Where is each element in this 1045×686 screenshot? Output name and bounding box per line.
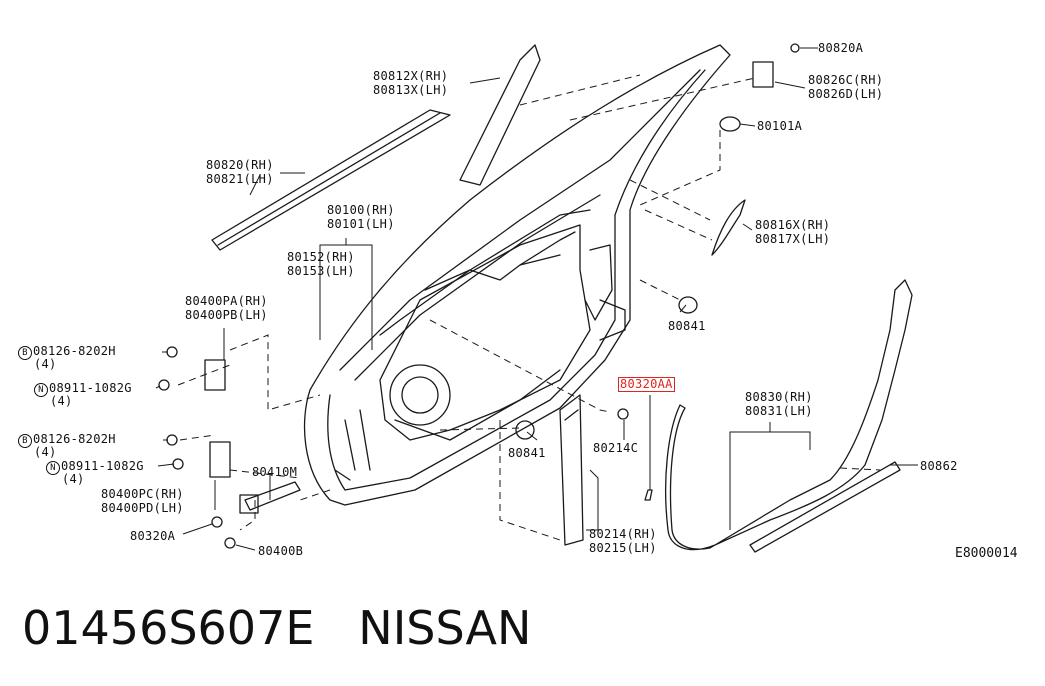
grommet-80101a — [719, 116, 741, 132]
upper-hinge-80400pa — [204, 359, 226, 391]
door-outer-panel — [303, 44, 731, 506]
bracket-80826c — [752, 61, 774, 88]
bolt-marker-icon: B — [18, 434, 32, 448]
label-80214c: 80214C — [593, 441, 639, 455]
plug-80841-lower — [515, 420, 535, 440]
belt-molding-80820 — [211, 109, 451, 251]
label-80410m: 80410M — [252, 465, 298, 479]
label-80400b: 80400B — [258, 544, 304, 558]
sill-molding-80862 — [749, 461, 901, 553]
label-nut-lower-qty: (4) — [62, 472, 85, 486]
part-number: 01456S607E — [22, 601, 315, 655]
door-parts-diagram — [155, 43, 918, 553]
label-80152: 80152(RH) — [287, 250, 355, 264]
label-80830: 80830(RH) — [745, 390, 813, 404]
label-80812x: 80812X(RH) — [373, 69, 449, 83]
door-inner-frame — [327, 69, 706, 491]
weatherstrip-80830 — [665, 279, 913, 551]
label-80153: 80153(LH) — [287, 264, 355, 278]
label-80320a: 80320A — [130, 529, 176, 543]
label-80841-upper: 80841 — [668, 319, 706, 333]
label-80101a: 80101A — [757, 119, 803, 133]
footer-caption: 01456S607E NISSAN — [22, 598, 531, 658]
label-nut-upper-qty: (4) — [50, 394, 73, 408]
brand-name: NISSAN — [358, 601, 532, 655]
label-80101: 80101(LH) — [327, 217, 395, 231]
label-80831: 80831(LH) — [745, 404, 813, 418]
plug-80841-upper — [678, 296, 698, 314]
label-80826c: 80826C(RH) — [808, 73, 884, 87]
label-80841-lower: 80841 — [508, 446, 546, 460]
corner-trim-80816x — [711, 199, 746, 256]
label-80400pd: 80400PD(LH) — [101, 501, 184, 515]
label-80813x: 80813X(LH) — [373, 83, 449, 97]
label-80320aa-highlighted[interactable]: 80320AA — [618, 377, 675, 392]
label-80400pc: 80400PC(RH) — [101, 487, 184, 501]
label-80820a: 80820A — [818, 41, 864, 55]
label-80100: 80100(RH) — [327, 203, 395, 217]
lower-hinge-80400pc — [209, 441, 231, 478]
label-80400pa: 80400PA(RH) — [185, 294, 268, 308]
label-80817x: 80817X(LH) — [755, 232, 831, 246]
label-bolt-lower-qty: (4) — [34, 445, 57, 459]
label-80862: 80862 — [920, 459, 958, 473]
label-80820: 80820(RH) — [206, 158, 274, 172]
label-bolt-upper-qty: (4) — [34, 357, 57, 371]
nut-marker-icon: N — [34, 383, 48, 397]
label-80214: 80214(RH) — [589, 527, 657, 541]
nut-marker-icon: N — [46, 461, 60, 475]
rear-sash-80214 — [559, 394, 584, 546]
diagram-reference-code: E8000014 — [955, 546, 1018, 561]
sash-trim-80812x — [459, 44, 541, 186]
bolt-marker-icon: B — [18, 346, 32, 360]
label-80816x: 80816X(RH) — [755, 218, 831, 232]
label-80215: 80215(LH) — [589, 541, 657, 555]
label-80400pb: 80400PB(LH) — [185, 308, 268, 322]
check-link-80410m — [244, 481, 301, 511]
label-80826d: 80826D(LH) — [808, 87, 884, 101]
label-80821: 80821(LH) — [206, 172, 274, 186]
